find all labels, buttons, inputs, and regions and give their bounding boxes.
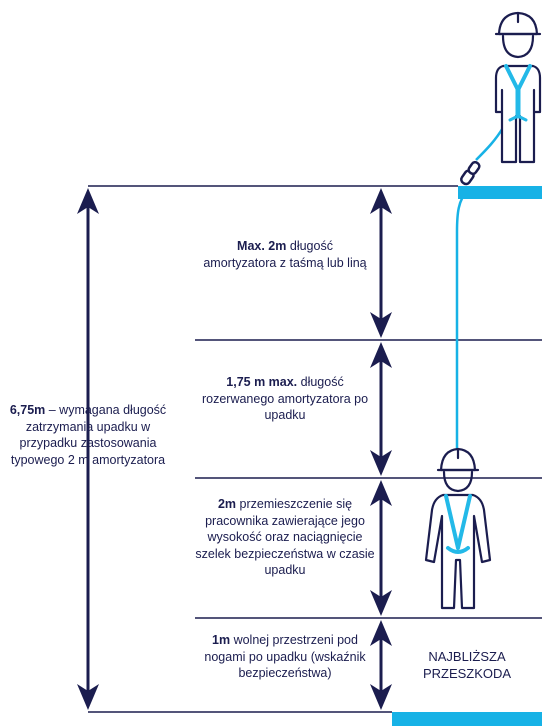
total-arrow-head-bottom (77, 684, 99, 710)
segment-arrow-2 (370, 342, 392, 476)
worker-displacement-label: 2m przemieszczenie się pracownika zawier… (195, 497, 375, 577)
worker-fallen-icon (424, 447, 492, 610)
lanyard-rope (455, 189, 469, 452)
absorber-length-label: 1,75 m max. długość rozerwanego amortyza… (201, 375, 369, 422)
platform-ledge (458, 186, 542, 199)
total-arrow-head-top (77, 188, 99, 214)
lanyard-length-label: Max. 2m długość amortyzatora z taśmą lub… (203, 239, 367, 270)
segment-arrow-3 (370, 480, 392, 616)
safety-clearance-label: 1m wolnej przestrzeni pod nogami po upad… (204, 633, 366, 680)
worker-standing-icon (494, 11, 542, 164)
total-clearance-label: 6,75m – wymagana długość zatrzymania upa… (9, 403, 167, 467)
segment-arrow-4 (370, 620, 392, 710)
ground-bar (392, 712, 542, 726)
top-lanyard (475, 125, 506, 161)
nearest-obstacle-label: NAJBLIŻSZA PRZESZKODA (422, 649, 512, 681)
segment-arrow-1 (370, 188, 392, 338)
anchor-shackle-icon (460, 160, 481, 186)
